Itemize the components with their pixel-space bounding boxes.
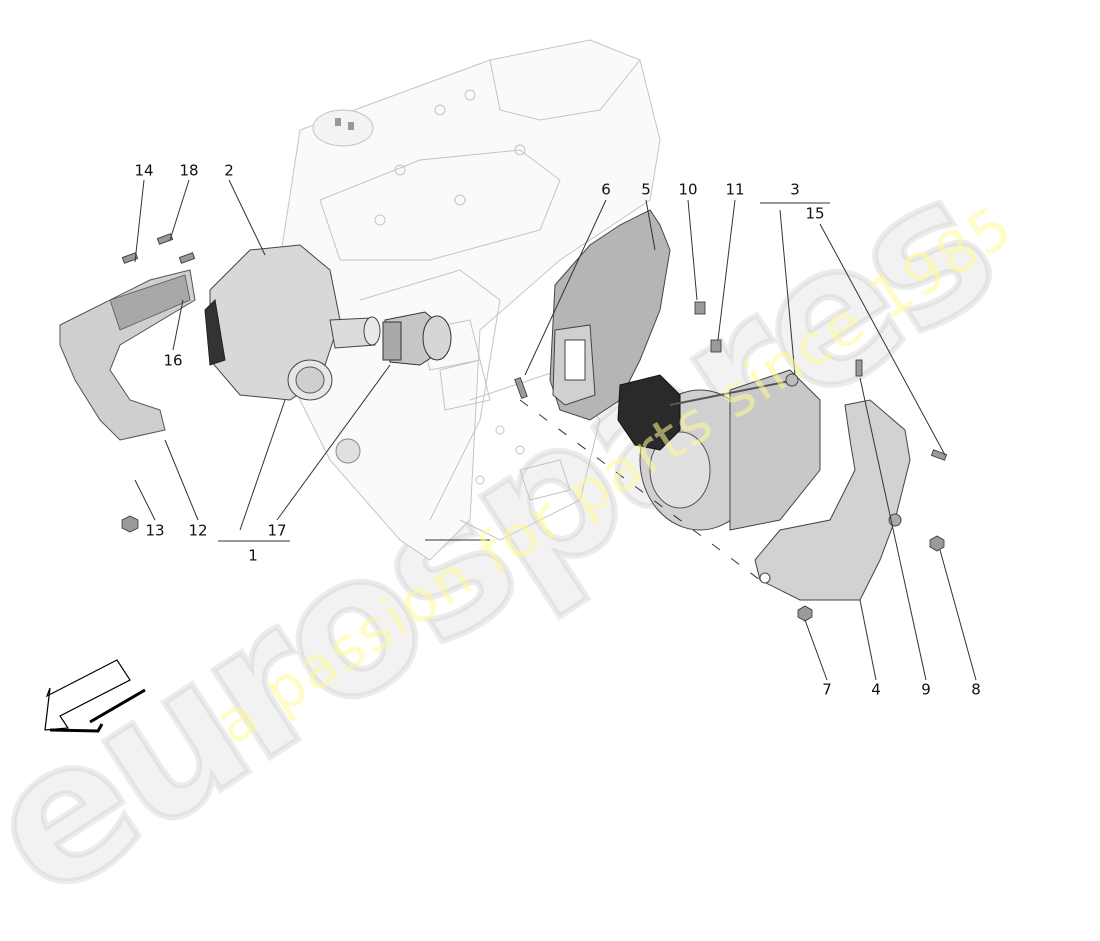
upper-heat-shield <box>549 209 671 421</box>
callout-15[interactable]: 15 <box>805 204 825 223</box>
callout-11[interactable]: 11 <box>725 180 745 199</box>
callout-9[interactable]: 9 <box>921 680 931 699</box>
callout-1[interactable]: 1 <box>248 546 258 565</box>
callout-14[interactable]: 14 <box>134 161 154 180</box>
engine-block <box>279 39 661 561</box>
leader-lines <box>134 179 977 681</box>
fasteners <box>121 301 948 622</box>
diagram-drawing <box>44 39 977 733</box>
callout-5[interactable]: 5 <box>641 180 651 199</box>
callout-2[interactable]: 2 <box>224 161 234 180</box>
hose-coupling <box>382 311 452 366</box>
callout-3[interactable]: 3 <box>790 180 800 199</box>
callout-10[interactable]: 10 <box>678 180 698 199</box>
callout-18[interactable]: 18 <box>179 161 199 180</box>
lower-heat-shield <box>754 399 911 601</box>
parts-diagram: eurospares <box>0 39 1030 941</box>
orientation-arrow-icon <box>44 659 146 733</box>
callout-16[interactable]: 16 <box>163 351 183 370</box>
callout-7[interactable]: 7 <box>822 680 832 699</box>
heat-shield-bracket <box>59 233 196 441</box>
callout-8[interactable]: 8 <box>971 680 981 699</box>
callout-13[interactable]: 13 <box>145 521 165 540</box>
callout-6[interactable]: 6 <box>601 180 611 199</box>
callout-12[interactable]: 12 <box>188 521 208 540</box>
callout-4[interactable]: 4 <box>871 680 881 699</box>
electric-compressor <box>204 244 381 401</box>
callout-17[interactable]: 17 <box>267 521 287 540</box>
turbocharger <box>617 369 821 531</box>
